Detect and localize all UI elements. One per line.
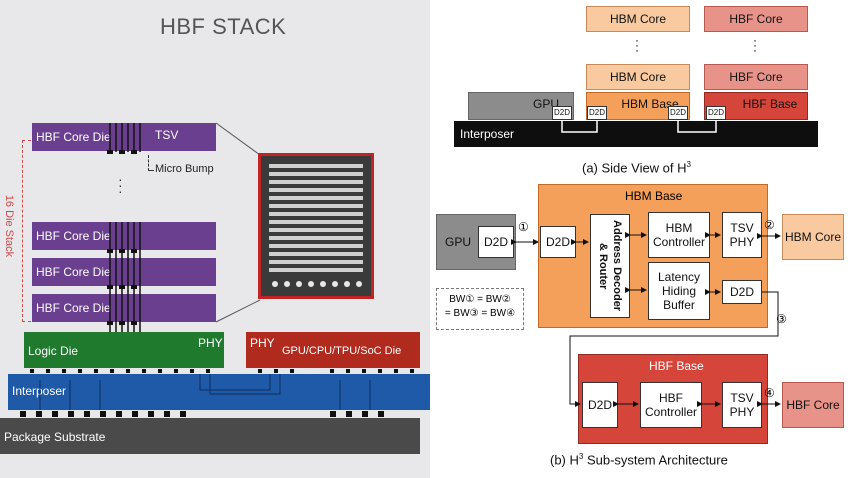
- bandwidth-note: BW① = BW② = BW③ = BW④: [436, 288, 524, 330]
- d2d-gpu-side: D2D: [552, 106, 572, 120]
- interposer: Interposer: [8, 374, 430, 410]
- hbm-core-bottom: HBM Core: [586, 64, 690, 90]
- tsv-lines: [107, 122, 261, 340]
- arch-caption-rest: Sub-system Architecture: [583, 452, 728, 468]
- arch-caption-sup: 3: [578, 452, 584, 461]
- hbf-stack-title: HBF STACK: [160, 14, 287, 39]
- hbm-core-top: HBM Core: [586, 6, 690, 32]
- core-die-label: HBF Core Die: [36, 229, 111, 243]
- package-substrate: Package Substrate: [0, 418, 420, 454]
- bw-num-4: ④: [764, 386, 775, 400]
- logic-die-label: Logic Die: [28, 344, 79, 358]
- core-die-1: HBF Core Die: [32, 222, 216, 250]
- side-view-caption: (a) Side View of H3: [582, 160, 691, 175]
- bw-num-3: ③: [776, 312, 787, 326]
- tsv-phy-hbm: TSV PHY: [722, 212, 762, 258]
- hbf-base-title: HBF Base: [649, 359, 704, 373]
- bw-num-1: ①: [518, 220, 529, 234]
- core-die-2: HBF Core Die: [32, 258, 216, 286]
- micro-bump-pointer-h: [148, 170, 154, 172]
- substrate-label: Package Substrate: [4, 430, 106, 444]
- side-connections: [561, 120, 717, 133]
- hbf-base-side-label: HBF Base: [742, 97, 798, 111]
- interposer-side: Interposer: [454, 121, 818, 147]
- hbf-core-arch: HBF Core: [782, 382, 844, 428]
- core-die-label: HBF Core Die: [36, 301, 111, 315]
- hbf-controller: HBF Controller: [640, 382, 702, 428]
- gpu-arch-label: GPU: [445, 235, 472, 249]
- hbf-ellipsis: ···: [753, 33, 757, 57]
- bw-line-2: = BW③ = BW④: [444, 308, 516, 319]
- bw-num-2: ②: [764, 218, 775, 232]
- interposer-label: Interposer: [12, 384, 67, 398]
- bw-line-1: BW① = BW②: [449, 294, 511, 305]
- hbm-core-arch: HBM Core: [782, 214, 844, 260]
- arch-caption: (b) H3 Sub-system Architecture: [550, 452, 728, 467]
- zoom-inset: [258, 153, 374, 299]
- router-label: Address Decoder & Router: [597, 220, 623, 312]
- micro-bump-pointer: [148, 155, 150, 171]
- hbf-core-bottom: HBF Core: [704, 64, 808, 90]
- interposer-side-label: Interposer: [460, 127, 515, 141]
- interposer-bumps: [20, 369, 414, 417]
- hbm-ellipsis: ···: [635, 33, 639, 57]
- core-die-3: HBF Core Die: [32, 294, 216, 322]
- hbm-controller: HBM Controller: [648, 212, 710, 258]
- hbf-architecture-panel: HBM Core HBF Core ··· ··· HBM Core HBF C…: [430, 0, 850, 478]
- arch-caption-text: (b) H: [550, 452, 579, 468]
- stack-ellipsis: ···: [118, 171, 123, 199]
- hbf-core-top: HBF Core: [704, 6, 808, 32]
- d2d-hbm-in: D2D: [540, 226, 576, 258]
- side-view-caption-sup: 3: [686, 160, 691, 169]
- d2d-hbf-side: D2D: [706, 106, 726, 120]
- core-die-label: HBF Core Die: [36, 130, 111, 144]
- hbm-base-title: HBM Base: [625, 189, 683, 203]
- zoom-inset-pattern: [269, 164, 363, 287]
- d2d-hbm-left-side: D2D: [587, 106, 607, 120]
- soc-phy-label: PHY: [250, 336, 275, 350]
- d2d-gpu-arch: D2D: [478, 226, 514, 258]
- d2d-hbf-in: D2D: [582, 382, 618, 428]
- soc-die-label: GPU/CPU/TPU/SoC Die: [282, 345, 402, 357]
- core-die-top: HBF Core Die: [32, 123, 216, 151]
- router-block: Address Decoder & Router: [590, 214, 630, 318]
- tsv-label: TSV: [155, 128, 179, 142]
- latency-buffer: Latency Hiding Buffer: [648, 262, 710, 320]
- hbf-stack-panel: HBF STACK 16 Die Stack HBF Core Die TSV …: [0, 0, 430, 478]
- logic-phy-label: PHY: [198, 336, 223, 350]
- logic-die: Logic Die PHY: [24, 332, 224, 368]
- side-view-caption-text: (a) Side View of H: [582, 160, 687, 176]
- hbm-base-side-label: HBM Base: [621, 97, 679, 111]
- d2d-hbm-right-side: D2D: [668, 106, 688, 120]
- soc-die: PHY GPU/CPU/TPU/SoC Die: [246, 332, 420, 368]
- d2d-hbm-out: D2D: [722, 280, 762, 304]
- micro-bump-label: Micro Bump: [155, 163, 214, 175]
- core-die-label: HBF Core Die: [36, 265, 111, 279]
- arch-connections: [511, 232, 781, 407]
- stack-bracket: [22, 140, 31, 322]
